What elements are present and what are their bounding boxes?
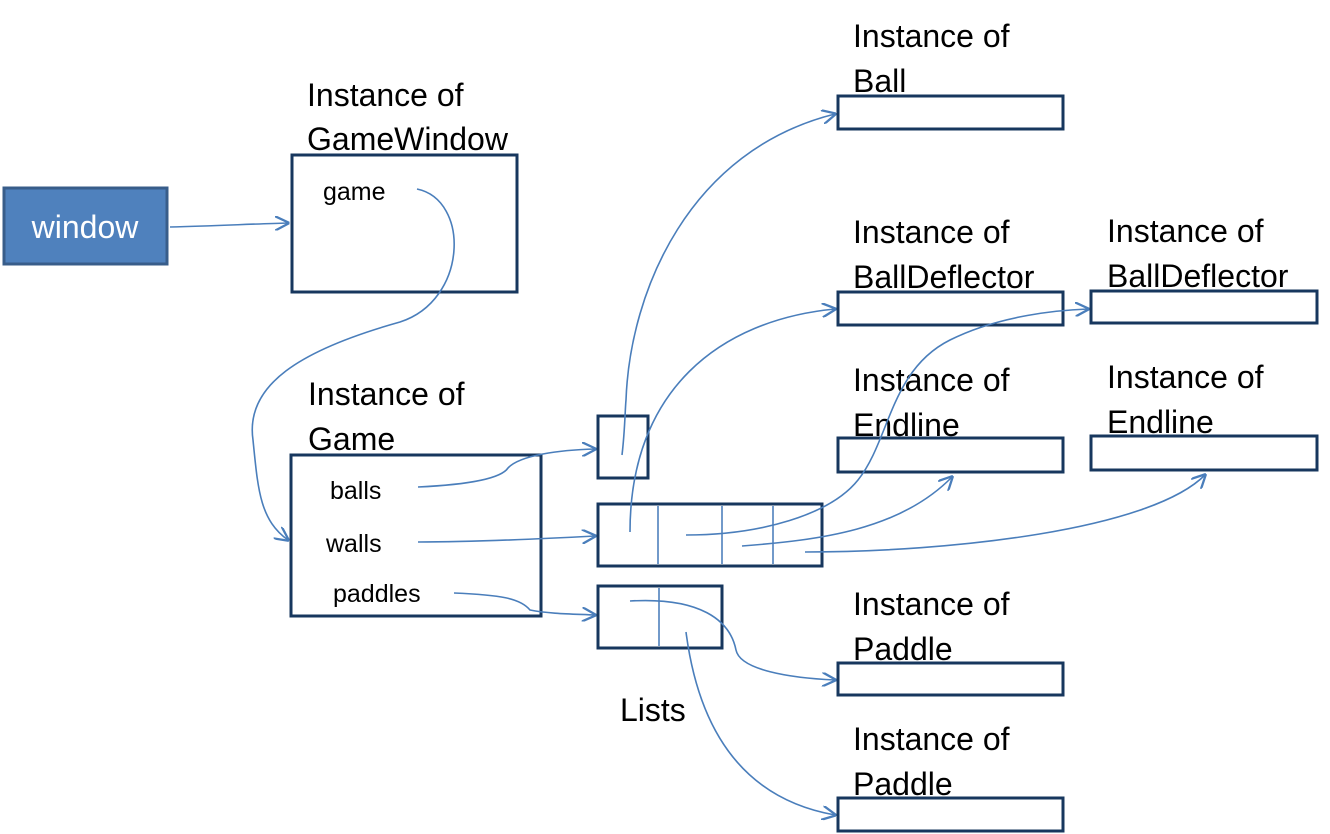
instance-title-line1: Instance of [853,214,1010,250]
instance-title-line1: Instance of [853,721,1010,757]
gamewindow-box [290,153,519,294]
arrow-list-to-endline-1 [741,477,952,547]
arrow-paddles-to-list [453,592,595,615]
instance-ball: Instance of Ball [836,18,1065,131]
instance-balldeflector-2: Instance of BallDeflector [1089,213,1319,325]
window-variable-label: window [31,209,140,245]
ball-instance-box [836,94,1065,131]
arrow-walls-to-list [417,536,595,542]
instance-title-line1: Instance of [1107,359,1264,395]
instance-paddle-2: Instance of Paddle [836,721,1065,833]
instance-title-line1: Instance of [853,586,1010,622]
window-variable-box [2,186,169,266]
paddle-instance-box [836,661,1065,697]
instance-endline-2: Instance of Endline [1089,359,1319,472]
game-field-balls: balls [330,477,381,505]
game-field-paddles: paddles [333,580,421,608]
window-variable: window [2,186,169,266]
instance-paddle-1: Instance of Paddle [836,586,1065,697]
paddles-list-box [596,584,724,650]
balldeflector-instance-box [1089,289,1319,325]
lists-label: Lists [620,692,686,728]
endline-instance-box [1089,434,1319,472]
instance-title-line2: Endline [1107,404,1214,440]
arrow-game-to-game-instance [251,188,455,540]
arrow-list-to-paddle-2 [685,631,835,815]
arrow-window-to-gamewindow [169,223,288,227]
gamewindow-title-line2: GameWindow [307,121,509,157]
arrow-list-to-paddle-1 [629,599,835,680]
balldeflector-instance-box [836,290,1065,327]
gamewindow-instance: Instance of GameWindow game [290,77,519,294]
instance-balldeflector-1: Instance of BallDeflector [836,214,1065,327]
instance-title-line2: Ball [853,63,906,99]
arrow-list-to-ball [621,114,835,456]
gamewindow-field-game: game [323,178,386,206]
arrow-list-to-balldeflector-1 [629,309,835,533]
instance-title-line2: BallDeflector [853,259,1035,295]
game-title-line1: Instance of [308,376,465,412]
game-field-walls: walls [325,530,382,558]
arrow-balls-to-list [417,449,595,488]
paddle-instance-box [836,796,1065,833]
lists: Lists [596,414,824,728]
game-box [289,453,543,618]
instance-title-line1: Instance of [1107,213,1264,249]
instance-endline-1: Instance of Endline [836,362,1065,474]
instance-title-line2: BallDeflector [1107,258,1289,294]
game-title-line2: Game [308,421,395,457]
instance-title-line2: Paddle [853,766,953,802]
gamewindow-title-line1: Instance of [307,77,464,113]
endline-instance-box [836,436,1065,474]
reference-arrows [169,114,1205,815]
game-instance: Instance of Game balls walls paddles [289,376,543,618]
instance-title-line1: Instance of [853,362,1010,398]
arrow-list-to-endline-2 [804,475,1205,553]
instance-title-line1: Instance of [853,18,1010,54]
instance-title-line2: Paddle [853,631,953,667]
arrow-list-to-balldeflector-2 [685,309,1088,536]
